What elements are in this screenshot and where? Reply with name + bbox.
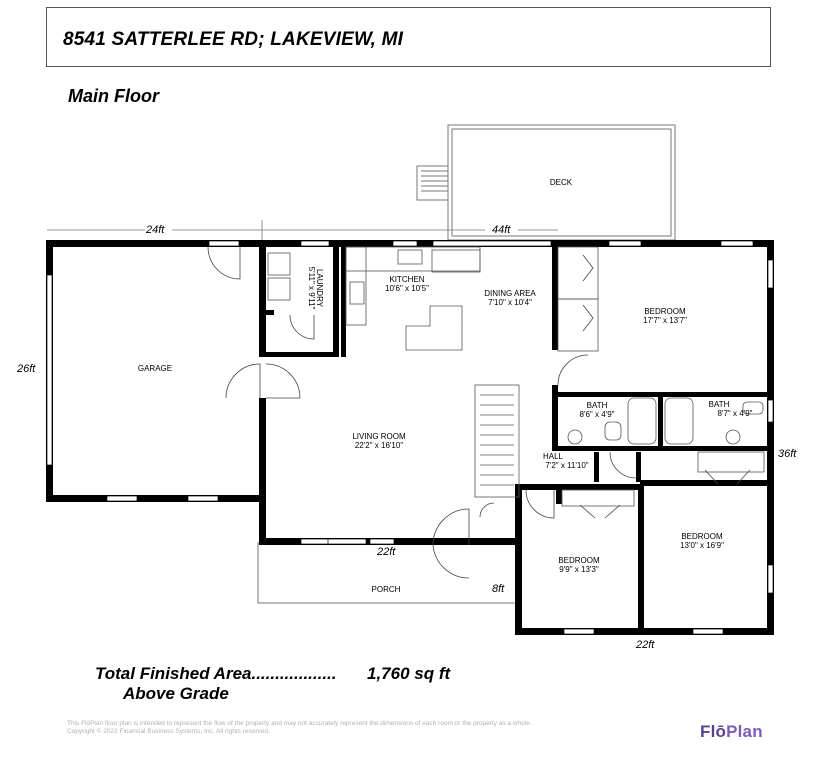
floor-title: Main Floor <box>68 86 159 106</box>
logo-part2: Plan <box>726 722 763 741</box>
doors <box>207 246 751 579</box>
bath1-dims: 8'6" x 4'9" <box>580 410 615 419</box>
garage-label: GARAGE <box>138 364 172 373</box>
address-box: 8541 SATTERLEE RD; LAKEVIEW, MI <box>46 7 771 67</box>
laundry-label: LAUNDRY <box>315 269 324 308</box>
disclaimer-line1: This FlōPlan floor plan is intended to r… <box>67 720 532 727</box>
kitchen-label: KITCHEN <box>389 275 424 284</box>
dining-label: DINING AREA <box>484 289 536 298</box>
fixtures <box>267 246 765 507</box>
total-area: Total Finished Area.................. 1,7… <box>95 664 450 684</box>
laundry-dims: 5'11" x 9'11" <box>307 267 316 310</box>
living-dims: 22'2" x 16'10" <box>355 441 403 450</box>
dim-top-left: 24ft <box>145 224 165 236</box>
dim-right: 36ft <box>778 448 797 460</box>
bedroom1-dims: 17'7" x 13'7" <box>643 316 687 325</box>
bath2-label: BATH <box>709 400 730 409</box>
property-address: 8541 SATTERLEE RD; LAKEVIEW, MI <box>63 29 404 50</box>
logo-part1: Flō <box>700 722 727 741</box>
dim-bottom: 22ft <box>635 639 655 651</box>
dim-porch-top: 22ft <box>376 546 396 558</box>
grade-label: Above Grade <box>123 684 229 703</box>
bedroom3-dims: 9'9" x 13'3" <box>559 565 599 574</box>
disclaimer-line2: Copyright © 2022 Financial Business Syst… <box>67 728 270 735</box>
bedroom1-label: BEDROOM <box>644 307 686 316</box>
bedroom2-label: BEDROOM <box>681 532 723 541</box>
bedroom3-label: BEDROOM <box>558 556 600 565</box>
dim-top-right: 44ft <box>492 224 511 236</box>
bath2-dims: 8'7" x 4'9" <box>718 409 753 418</box>
dim-porch-side: 8ft <box>492 583 505 595</box>
porch-label: PORCH <box>372 585 401 594</box>
dimension-labels: 24ft 44ft 26ft 36ft 22ft 8ft 22ft <box>16 224 797 651</box>
floplan-logo: FlōPlan <box>700 722 763 742</box>
hall-label: HALL <box>543 452 564 461</box>
walls <box>46 240 774 635</box>
room-labels: DECK GARAGE LAUNDRY 5'11" x 9'11" KITCHE… <box>138 178 753 594</box>
deck-outline <box>416 124 676 241</box>
dining-dims: 7'10" x 10'4" <box>488 298 532 307</box>
windows <box>46 240 774 635</box>
living-label: LIVING ROOM <box>352 432 406 441</box>
disclaimer: This FlōPlan floor plan is intended to r… <box>67 720 627 736</box>
deck-label: DECK <box>550 178 573 187</box>
dim-left: 26ft <box>16 363 36 375</box>
bath1-label: BATH <box>587 401 608 410</box>
hall-dims: 7'2" x 11'10" <box>545 461 588 470</box>
bedroom2-dims: 13'0" x 16'9" <box>680 541 724 550</box>
total-area-label: Total Finished Area.................. <box>95 664 337 683</box>
total-area-value: 1,760 sq ft <box>367 664 451 683</box>
kitchen-dims: 10'6" x 10'5" <box>385 284 429 293</box>
dimension-lines <box>47 220 558 240</box>
